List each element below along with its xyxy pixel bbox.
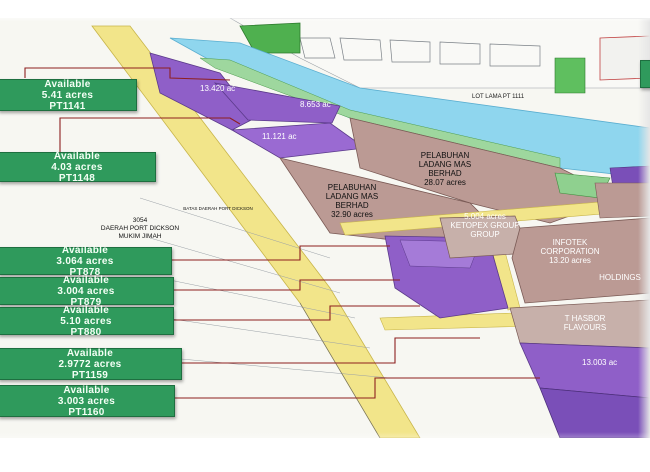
available-label-line2: 3.003 acres — [57, 395, 116, 407]
parcel-hasbor — [509, 299, 650, 349]
parcel-purple-a — [149, 52, 256, 131]
mukim-name: MUKIM JIMAH — [119, 233, 162, 240]
green-upper-parcel — [239, 22, 301, 54]
leader-line-7 — [175, 377, 540, 399]
parcel-purple-bottom — [539, 387, 650, 438]
parcel-purple-lower — [519, 342, 650, 399]
daerah-boundary-note: BATAS DAERAH PORT DICKSON — [183, 206, 252, 211]
area-label-b: 8.653 ac — [300, 100, 331, 109]
leader-line-1 — [24, 67, 231, 81]
upper-right-lot — [599, 35, 650, 81]
available-label-line3: PT878 — [69, 266, 101, 278]
available-label-line1: Available — [53, 150, 101, 162]
pelabuhan-lower-line2: LADANG MAS — [326, 192, 378, 201]
infotek-line2: CORPORATION — [541, 247, 600, 256]
available-label-pt879[interactable]: Available 3.004 acres PT879 — [0, 274, 174, 308]
leader-line-3 — [172, 245, 390, 261]
available-label-line3: PT879 — [70, 296, 102, 308]
available-label-line1: Available — [44, 78, 91, 90]
cadastral-lines — [139, 197, 391, 379]
daerah-number: 3054 — [133, 217, 148, 224]
available-label-pt1148[interactable]: Available 4.03 acres PT1148 — [0, 150, 156, 184]
bottom-fade — [0, 432, 650, 472]
infotek-line3: 13.20 acres — [549, 256, 591, 265]
available-label-line2: 5.41 acres — [41, 89, 94, 101]
hasbor-line1: T HASBOR — [565, 314, 606, 323]
parcel-right-upper — [594, 182, 650, 219]
holdings-label: HOLDINGS — [599, 273, 641, 282]
available-label-edge — [640, 60, 650, 88]
leader-lines — [24, 67, 540, 399]
available-label-line1: Available — [62, 304, 110, 316]
upper-lot-lines — [299, 37, 541, 67]
top-fade — [0, 0, 650, 22]
map-labels: 13.420 ac 8.653 ac 11.121 ac LOT LAMA PT… — [101, 84, 641, 367]
pelabuhan-lower-line4: 32.90 acres — [331, 210, 373, 219]
pelabuhan-lower-line1: PELABUHAN — [328, 183, 377, 192]
leader-line-6 — [182, 337, 480, 364]
leader-line-5 — [172, 305, 420, 321]
site-plan-map: 13.420 ac 8.653 ac 11.121 ac LOT LAMA PT… — [0, 18, 650, 438]
available-label-pt878[interactable]: Available 3.064 acres PT878 — [0, 244, 172, 278]
available-label-line2: 5.10 acres — [60, 315, 112, 327]
available-label-line1: Available — [61, 244, 109, 256]
parcel-infotek — [511, 217, 650, 304]
pelabuhan-lower-line3: BERHAD — [335, 201, 369, 210]
site-plan-svg: 13.420 ac 8.653 ac 11.121 ac LOT LAMA PT… — [0, 18, 650, 438]
group-line1: 5.004 acres — [464, 212, 506, 221]
available-label-line2: 4.03 acres — [51, 161, 103, 173]
pelabuhan-upper-line1: PELABUHAN — [421, 151, 470, 160]
leader-line-4 — [172, 279, 400, 291]
group-line2: KETOPEX GROUP — [450, 221, 519, 230]
pelabuhan-upper-line4: 28.07 acres — [424, 178, 466, 187]
available-label-line1: Available — [63, 384, 110, 396]
available-label-line2: 3.064 acres — [56, 255, 114, 267]
available-label-line1: Available — [66, 347, 114, 359]
road-label: LOT LAMA PT 1111 — [472, 94, 525, 100]
right-edge-shade — [638, 18, 650, 438]
available-label-line1: Available — [62, 274, 110, 286]
area-label-d: 13.003 ac — [582, 358, 617, 367]
available-label-line3: PT1159 — [71, 369, 109, 381]
available-label-line3: PT1160 — [68, 406, 105, 418]
available-label-line3: PT1141 — [49, 100, 86, 112]
available-label-pt1159[interactable]: Available 2.9772 acres PT1159 — [0, 347, 182, 381]
available-label-pt1141[interactable]: Available 5.41 acres PT1141 — [0, 78, 137, 112]
daerah-name: DAERAH PORT DICKSON — [101, 225, 179, 232]
pelabuhan-upper-line3: BERHAD — [428, 169, 462, 178]
area-label-c: 11.121 ac — [262, 132, 297, 141]
available-label-line2: 3.004 acres — [57, 285, 115, 297]
leader-line-2 — [59, 117, 241, 152]
available-label-line2: 2.9772 acres — [58, 358, 122, 370]
infotek-line1: INFOTEK — [553, 238, 588, 247]
green-small-lot — [554, 57, 586, 94]
available-label-pt1160[interactable]: Available 3.003 acres PT1160 — [0, 384, 175, 418]
parcel-mauve-upper — [349, 117, 622, 224]
group-line3: GROUP — [470, 230, 499, 239]
pelabuhan-upper-line2: LADANG MAS — [419, 160, 471, 169]
available-label-line3: PT1148 — [58, 172, 96, 184]
available-label-line3: PT880 — [70, 326, 102, 338]
parcel-purple-b — [213, 82, 341, 124]
boundary-line — [299, 302, 381, 438]
hasbor-line2: FLAVOURS — [564, 323, 607, 332]
canal-green-strip — [199, 57, 561, 169]
area-label-a: 13.420 ac — [200, 84, 235, 93]
available-label-pt880[interactable]: Available 5.10 acres PT880 — [0, 304, 174, 338]
